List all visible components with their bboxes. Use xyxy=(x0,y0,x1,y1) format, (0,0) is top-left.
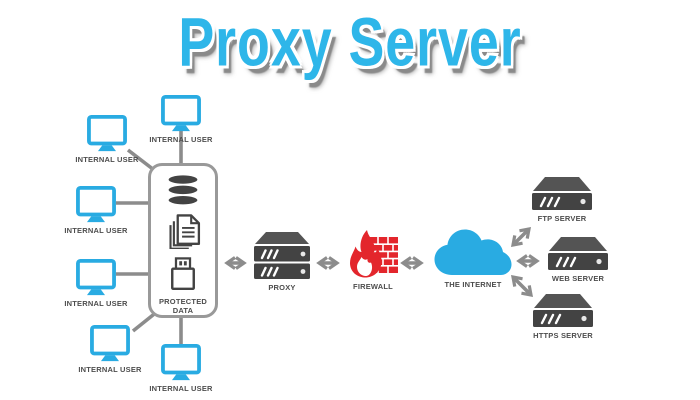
protected-data-box: PROTECTED DATA xyxy=(148,163,218,318)
usb-drive-icon xyxy=(171,257,195,291)
server-icon xyxy=(532,177,592,210)
internal-user-node-5: INTERNAL USER xyxy=(65,325,155,374)
firewall-node: FIREWALL xyxy=(345,228,401,291)
internal-user-label: INTERNAL USER xyxy=(78,365,142,374)
firewall-icon xyxy=(350,230,398,278)
monitor-icon xyxy=(76,259,116,296)
internal-user-label: INTERNAL USER xyxy=(64,226,128,235)
internal-user-node-3: INTERNAL USER xyxy=(51,186,141,235)
flame-icon xyxy=(350,230,382,278)
server-icon xyxy=(548,237,608,270)
documents-icon xyxy=(168,214,200,250)
https-server-node: HTTPS SERVER xyxy=(529,293,597,340)
protected-data-line2: DATA xyxy=(172,306,194,316)
internet-node: THE INTERNET xyxy=(429,226,517,289)
protected-data-line1: PROTECTED xyxy=(158,297,208,307)
arrow-internet-ftp xyxy=(511,227,531,247)
cloud-icon xyxy=(434,229,512,275)
monitor-icon xyxy=(87,115,127,152)
proxy-node: PROXY xyxy=(252,231,312,292)
internal-user-node-2: INTERNAL USER xyxy=(62,115,152,164)
internal-user-label: INTERNAL USER xyxy=(64,299,128,308)
ftp-server-node: FTP SERVER xyxy=(528,176,596,223)
server-icon xyxy=(533,294,593,327)
internal-user-node-6: INTERNAL USER xyxy=(136,344,226,393)
proxy-label: PROXY xyxy=(268,283,296,292)
monitor-icon xyxy=(90,325,130,362)
database-icon xyxy=(167,174,199,206)
internal-user-label: INTERNAL USER xyxy=(149,384,213,393)
monitor-icon xyxy=(161,95,201,132)
firewall-label: FIREWALL xyxy=(353,282,393,291)
internet-label: THE INTERNET xyxy=(444,280,502,289)
protected-data-label: PROTECTED DATA xyxy=(159,297,207,315)
proxy-server-icon xyxy=(254,232,310,279)
monitor-icon xyxy=(161,344,201,381)
internal-user-label: INTERNAL USER xyxy=(149,135,213,144)
web-server-label: WEB SERVER xyxy=(551,274,605,283)
internal-user-node-1: INTERNAL USER xyxy=(136,95,226,144)
internal-user-node-4: INTERNAL USER xyxy=(51,259,141,308)
arrow-internet-https xyxy=(511,275,533,297)
ftp-server-label: FTP SERVER xyxy=(537,214,587,223)
internal-user-label: INTERNAL USER xyxy=(75,155,139,164)
monitor-icon xyxy=(76,186,116,223)
web-server-node: WEB SERVER xyxy=(544,236,612,283)
page-title: Proxy Server xyxy=(178,3,522,81)
https-server-label: HTTPS SERVER xyxy=(533,331,593,340)
